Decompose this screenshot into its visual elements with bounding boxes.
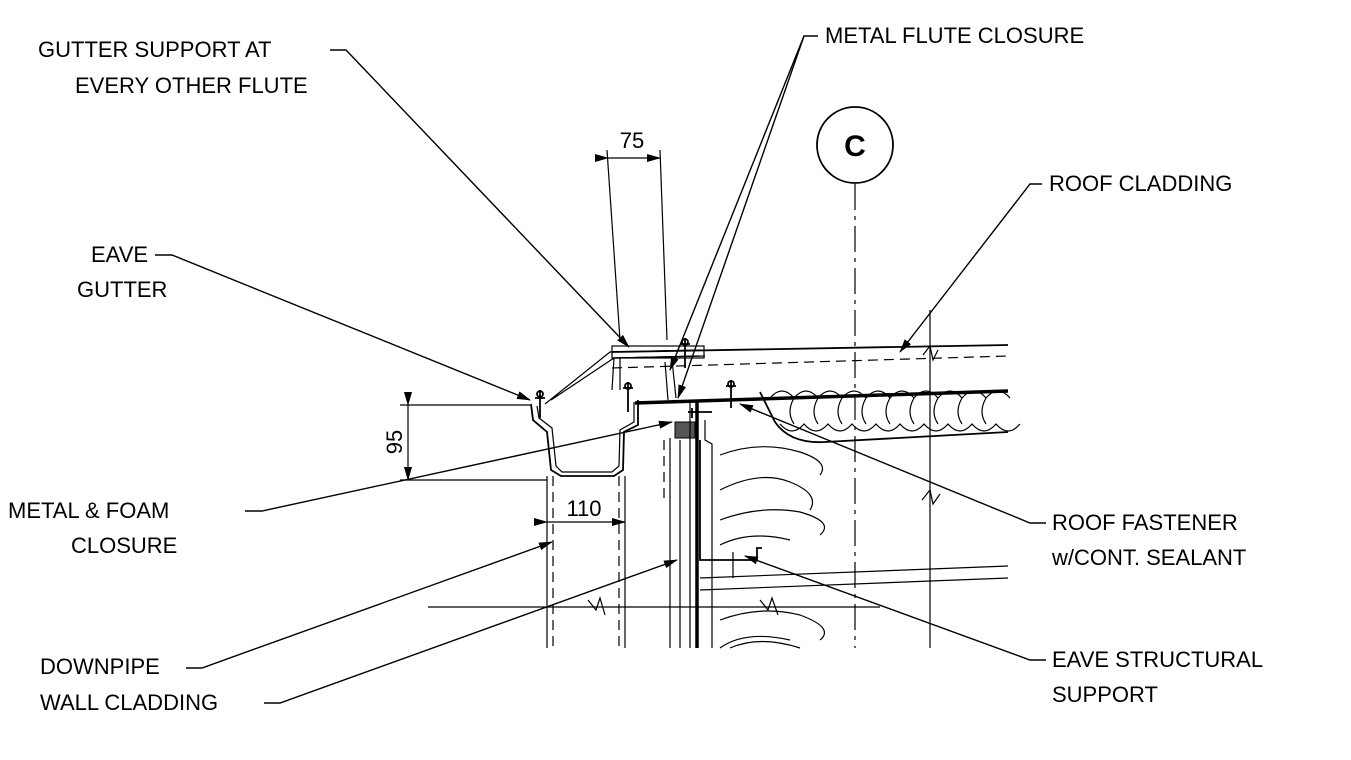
label-eave-gutter-2: GUTTER [77,277,167,302]
wall-insulation-waves [719,446,825,546]
gutter-support-plate [611,345,705,359]
label-wall-cladding: WALL CLADDING [40,690,218,715]
closure-fastener [688,408,712,418]
callout-gutter-support: GUTTER SUPPORT AT EVERY OTHER FLUTE [38,37,630,348]
dimension-75: 75 [595,128,668,341]
eave-support-lower-1 [699,565,1009,579]
wall-break-mark [921,488,941,506]
label-roof-cladding: ROOF CLADDING [1049,171,1232,196]
callout-downpipe: DOWNPIPE [40,541,553,679]
insulation-outline [759,391,1009,444]
section-break-2 [759,596,779,616]
downpipe [546,476,626,648]
gutter-profile [530,400,639,477]
grid-bubble-label: C [844,130,866,163]
wall-flashing [704,420,713,648]
grid-line-c: C [816,106,894,648]
dimension-110-text: 110 [566,496,601,521]
grid-bubble [816,106,894,184]
wall-insulation-waves-lower [719,610,825,649]
dimension-95-text: 95 [382,430,407,454]
label-eave-structural-1: EAVE STRUCTURAL [1052,647,1263,672]
wall-assembly [428,402,1009,649]
callout-metal-flute-closure: METAL FLUTE CLOSURE [669,23,1084,399]
label-eave-gutter-1: EAVE [91,242,148,267]
label-eave-structural-2: SUPPORT [1052,682,1158,707]
eave-support-lower-2 [699,577,1009,591]
eave-structural-support [699,440,762,561]
callout-wall-cladding: WALL CLADDING [40,559,678,715]
label-metal-foam-2: CLOSURE [71,533,177,558]
label-metal-flute-closure: METAL FLUTE CLOSURE [825,23,1084,48]
roof-fastener [726,380,736,408]
callout-eave-gutter: EAVE GUTTER [77,242,531,401]
label-gutter-support-1: GUTTER SUPPORT AT [38,37,271,62]
fasteners [535,338,736,418]
roof-liner [634,389,1009,405]
label-metal-foam-1: METAL & FOAM [8,498,169,523]
section-break-1 [587,595,606,616]
foam-closure-block [674,421,696,439]
dimension-75-text: 75 [620,128,644,153]
callout-roof-cladding: ROOF CLADDING [899,171,1232,353]
insulation-verticals [789,397,987,425]
eave-gutter [530,345,705,477]
gutter-inner [536,402,635,473]
callout-roof-fastener: ROOF FASTENER w/CONT. SEALANT [739,403,1246,570]
dimension-95: 95 [382,392,547,481]
label-gutter-support-2: EVERY OTHER FLUTE [75,73,308,98]
support-fastener [623,382,633,412]
label-roof-fastener-1: ROOF FASTENER [1052,510,1238,535]
roof-assembly [611,310,1021,648]
gutter-fastener [535,390,545,418]
callout-metal-foam-closure: METAL & FOAM CLOSURE [8,420,673,558]
label-roof-fastener-2: w/CONT. SEALANT [1051,545,1246,570]
dimension-110: 110 [534,496,626,526]
roof-break-mark [922,344,939,362]
callout-eave-structural: EAVE STRUCTURAL SUPPORT [744,555,1263,707]
label-downpipe: DOWNPIPE [40,654,160,679]
flute-fastener [680,338,690,368]
